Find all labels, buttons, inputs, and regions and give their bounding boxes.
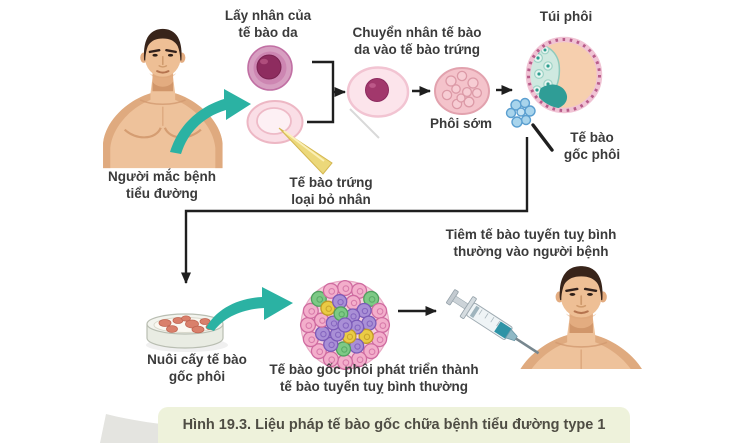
donor-arrow-icon xyxy=(170,89,251,154)
syringe-icon xyxy=(446,289,540,355)
petri-dish-icon xyxy=(146,313,228,352)
label-stem-cells: Tế bào gốc phôi xyxy=(563,130,621,162)
micropipette-icon xyxy=(278,127,333,175)
label-patient: Người mắc bệnh tiểu đường xyxy=(108,169,216,201)
man-recipient-illustration xyxy=(511,264,651,369)
skin-cell-icon xyxy=(247,45,293,91)
egg-cell-icon xyxy=(246,100,304,144)
label-early-embryo: Phôi sớm xyxy=(429,116,493,131)
stem-cell-pointer-line xyxy=(531,123,554,152)
pancreatic-cells xyxy=(299,279,391,371)
elbow-connector xyxy=(181,137,529,284)
figure-caption: Hình 19.3. Liệu pháp tế bào gốc chữa bện… xyxy=(182,417,606,433)
early-embryo-cells xyxy=(441,70,483,110)
figure-caption-bar: Hình 19.3. Liệu pháp tế bào gốc chữa bện… xyxy=(158,407,630,443)
culture-arrow-icon xyxy=(206,287,293,331)
label-blastocyst: Túi phôi xyxy=(539,9,593,24)
pancreatic-cell-cluster-icon xyxy=(299,279,391,371)
label-culture: Nuôi cấy tế bào gốc phôi xyxy=(147,352,247,384)
label-take-nucleus: Lấy nhân của tế bào da xyxy=(224,8,312,40)
label-egg-cell: Tế bào trứng loại bỏ nhân xyxy=(289,175,373,207)
label-transfer-nucleus: Chuyển nhân tế bào da vào tế bào trứng xyxy=(352,25,482,57)
man-patient-illustration xyxy=(101,27,224,170)
label-differentiate: Tế bào gốc phôi phát triển thành tế bào … xyxy=(269,362,479,394)
early-embryo-icon xyxy=(434,67,490,115)
needle-trace xyxy=(349,108,380,139)
bracket-connector xyxy=(307,60,346,124)
blastocyst-icon xyxy=(525,36,603,114)
label-inject: Tiêm tế bào tuyến tuỵ bình thường vào ng… xyxy=(445,227,617,259)
fused-cell-icon xyxy=(346,66,410,139)
stem-cell-cluster-icon xyxy=(505,97,536,128)
